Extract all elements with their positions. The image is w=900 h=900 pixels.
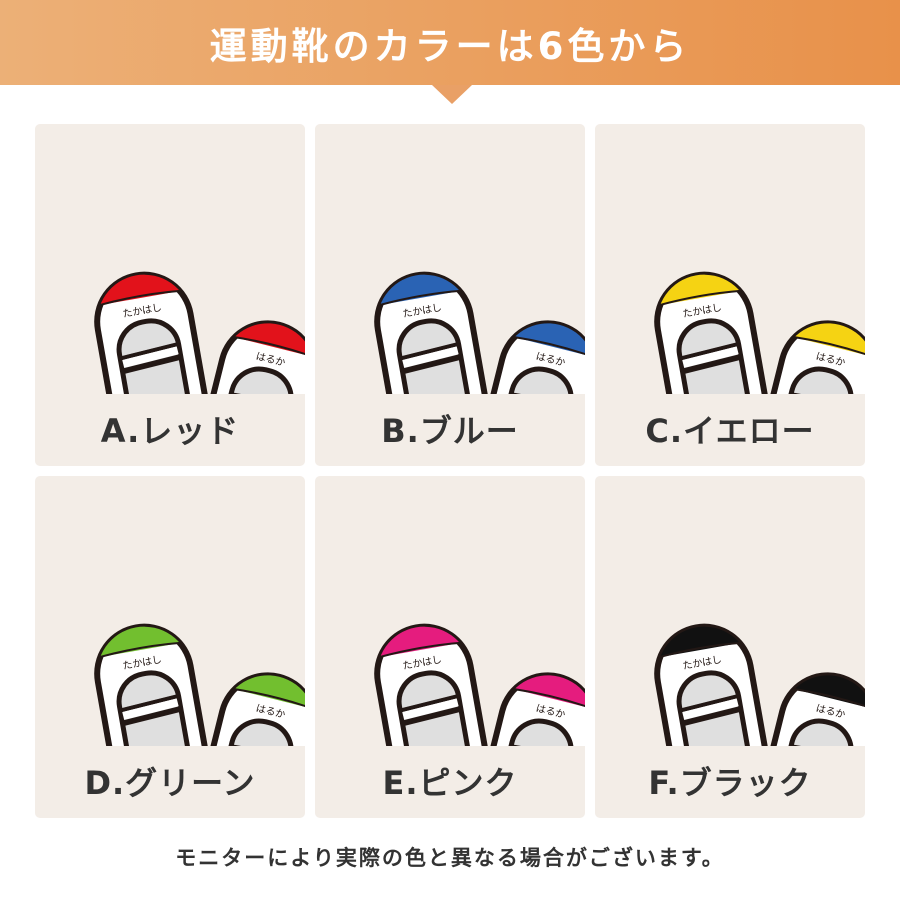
color-option-card: たかはし はるか C.イエロー <box>595 124 865 466</box>
banner-pointer <box>432 85 472 104</box>
shoe-left: たかはし <box>649 619 770 746</box>
shoes-illustration: たかはし はるか <box>369 267 585 394</box>
shoe-left: たかはし <box>649 267 770 394</box>
color-label: E.ピンク <box>382 764 518 802</box>
header-banner: 運動靴のカラーは6色から <box>0 0 900 85</box>
shoe-left: たかはし <box>89 619 210 746</box>
color-option-card: たかはし はるか A.レッド <box>35 124 305 466</box>
shoes-illustration: たかはし はるか <box>649 267 865 394</box>
color-option-card: たかはし はるか B.ブルー <box>315 124 585 466</box>
color-label: F.ブラック <box>648 764 812 802</box>
shoes-illustration: たかはし はるか <box>89 267 305 394</box>
shoes-illustration: たかはし はるか <box>89 619 305 746</box>
color-grid: たかはし はるか A.レッド たかはし はるか <box>35 124 865 818</box>
shoes-illustration: たかはし はるか <box>369 619 585 746</box>
shoe-left: たかはし <box>369 619 490 746</box>
monitor-disclaimer: モニターにより実際の色と異なる場合がございます。 <box>175 846 725 870</box>
shoe-left: たかはし <box>369 267 490 394</box>
color-option-card: たかはし はるか E.ピンク <box>315 476 585 818</box>
color-label: C.イエロー <box>645 412 815 450</box>
color-label: B.ブルー <box>381 412 519 450</box>
page-title: 運動靴のカラーは6色から <box>209 24 691 68</box>
color-label: D.グリーン <box>84 764 256 802</box>
color-option-card: たかはし はるか D.グリーン <box>35 476 305 818</box>
color-option-card: たかはし はるか F.ブラック <box>595 476 865 818</box>
color-label: A.レッド <box>100 412 240 450</box>
shoes-illustration: たかはし はるか <box>649 619 865 746</box>
shoe-left: たかはし <box>89 267 210 394</box>
